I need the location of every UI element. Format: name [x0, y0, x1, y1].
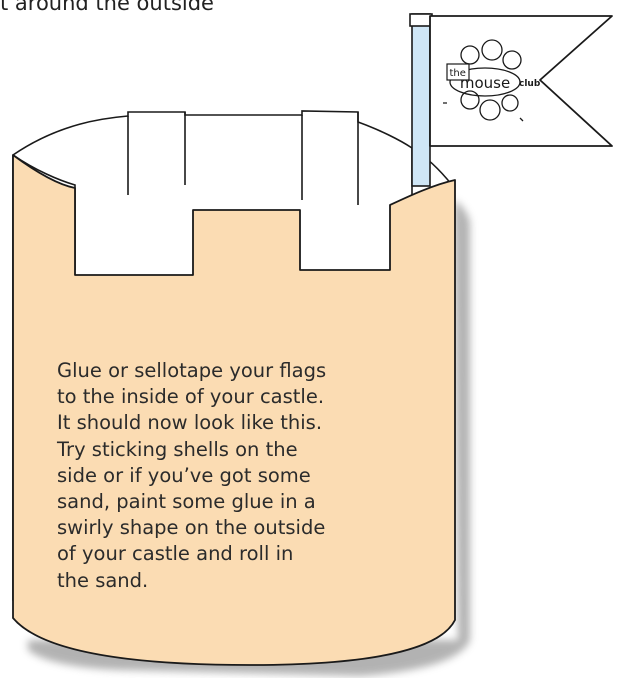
- instruction-line: Try sticking shells on the: [57, 437, 397, 463]
- instruction-line: to the inside of your castle.: [57, 384, 397, 410]
- mouse-club-flag: the mouse club: [430, 16, 612, 146]
- instruction-line: It should now look like this.: [57, 410, 397, 436]
- flag-logo-club: club: [519, 79, 541, 89]
- instruction-line: Glue or sellotape your flags: [57, 358, 397, 384]
- instruction-line: side or if you’ve got some: [57, 463, 397, 489]
- instruction-text: Glue or sellotape your flags to the insi…: [57, 358, 397, 594]
- instruction-line: sand, paint some glue in a: [57, 489, 397, 515]
- flag-logo-mouse: mouse: [460, 74, 510, 92]
- instruction-line: of your castle and roll in: [57, 541, 397, 567]
- instruction-line: swirly shape on the outside: [57, 515, 397, 541]
- flagpole: [410, 14, 432, 186]
- instruction-line: the sand.: [57, 568, 397, 594]
